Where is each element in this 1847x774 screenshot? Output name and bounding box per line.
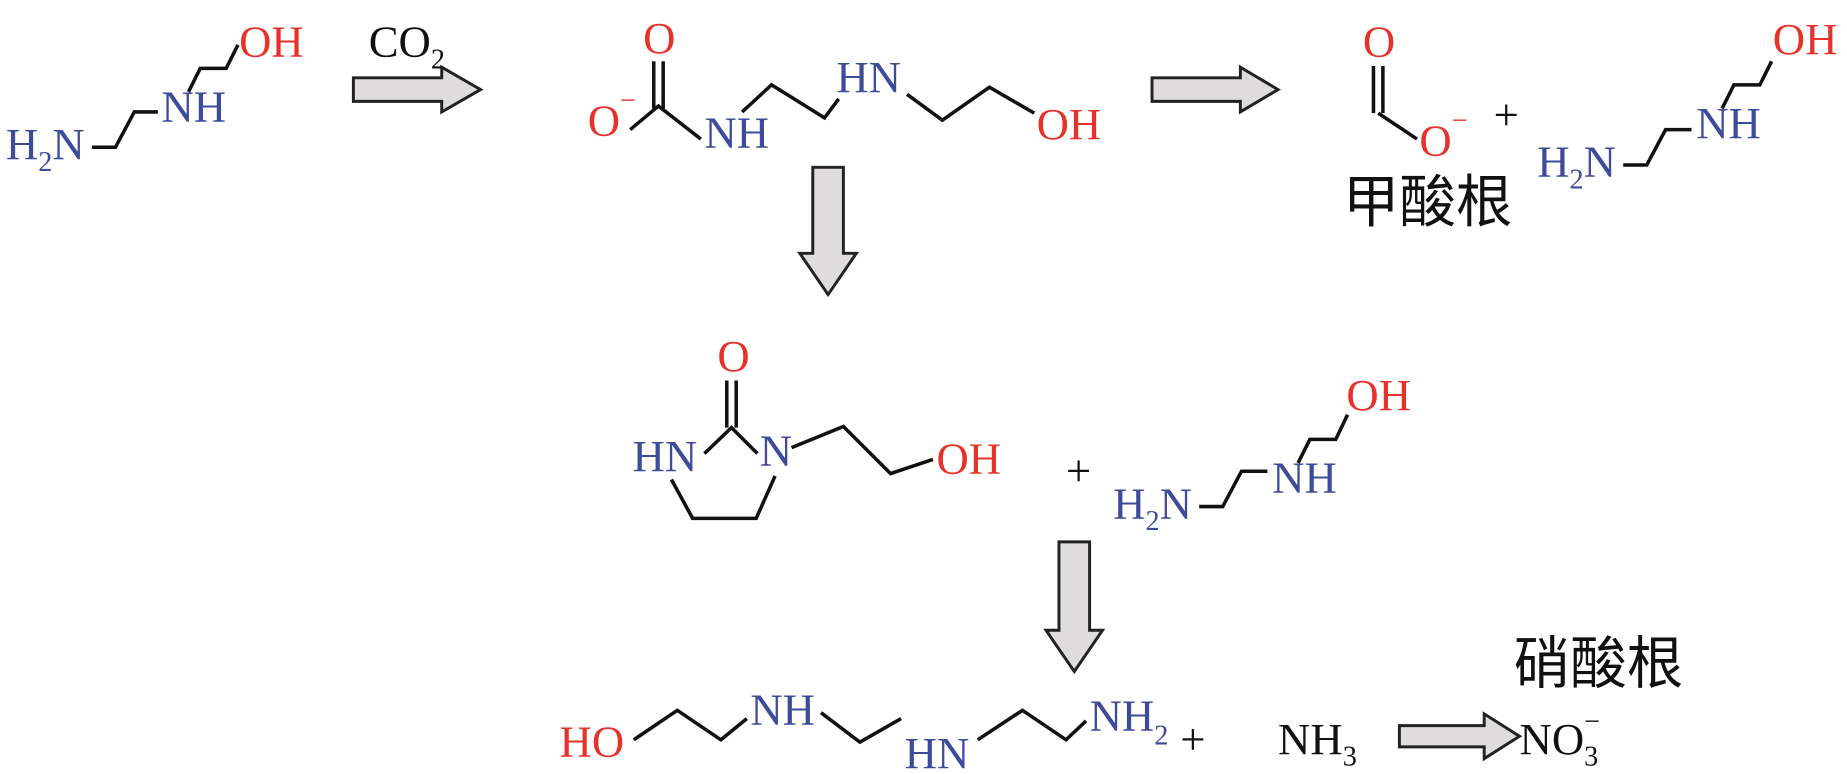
nitrate-label: 硝酸根: [1514, 632, 1684, 697]
bond: [819, 711, 902, 745]
nh-group: NH: [161, 81, 226, 131]
bond: [905, 85, 1036, 123]
bond: [186, 44, 240, 93]
imidazolidinone-molecule: O HN N OH: [633, 331, 1001, 521]
ho-group: HO: [560, 716, 625, 766]
oxide-anion: O−: [588, 86, 636, 146]
aeea-molecule-1: H2N NH OH: [6, 17, 304, 178]
oh-group: OH: [936, 434, 1001, 484]
right-arrow-icon: [351, 64, 484, 115]
carbonyl-oxygen: O: [643, 13, 675, 63]
aeea-molecule-3: H2N NH OH: [1113, 370, 1411, 537]
ring-bond: [669, 475, 777, 521]
bond: [790, 424, 934, 476]
bond: [629, 103, 702, 141]
nh2-group: NH2: [1090, 690, 1169, 751]
carbonyl-oxygen: O: [717, 331, 749, 381]
carbamate-molecule: O O− NH HN OH: [588, 13, 1101, 157]
co2-reagent: CO2: [369, 17, 445, 76]
nh-group: NH: [1696, 98, 1761, 148]
formate-molecule: O O− 甲酸根: [1343, 17, 1513, 236]
plus-sign: +: [1180, 714, 1205, 764]
bond: [1623, 127, 1692, 167]
h2n-group: H2N: [1113, 478, 1192, 537]
nh-group: NH: [1272, 452, 1337, 502]
bond: [1296, 413, 1350, 464]
bond: [1377, 111, 1419, 141]
polyamine-molecule: HO NH HN NH2: [560, 684, 1169, 774]
carbonyl-oxygen: O: [1363, 17, 1395, 67]
ammonia: NH3: [1278, 714, 1357, 773]
hn-group: HN: [905, 728, 970, 774]
bond: [632, 708, 748, 742]
bond: [1720, 60, 1774, 110]
oh-group: OH: [1346, 370, 1411, 420]
bond: [976, 708, 1088, 743]
plus-sign: +: [1066, 445, 1091, 495]
oxide-anion: O−: [1419, 106, 1467, 166]
bond: [1199, 469, 1268, 509]
nh-group: NH: [704, 107, 769, 157]
nh-group: NH: [750, 684, 815, 734]
right-arrow-icon: [1397, 711, 1523, 762]
h2n-group: H2N: [1537, 137, 1616, 196]
down-arrow-icon: [1043, 540, 1106, 675]
oh-group: OH: [1773, 14, 1838, 64]
n-atom: N: [760, 425, 792, 475]
hn-group: HN: [633, 431, 698, 481]
h2n-group: H2N: [6, 119, 85, 178]
nitrate-ion: NO3−: [1520, 706, 1601, 772]
oh-group: OH: [1037, 99, 1102, 149]
plus-sign: +: [1494, 90, 1519, 140]
formate-label: 甲酸根: [1343, 171, 1513, 236]
right-arrow-icon: [1150, 64, 1281, 115]
bond: [91, 110, 158, 150]
oh-group: OH: [239, 17, 304, 67]
hn-group: HN: [836, 52, 901, 102]
down-arrow-icon: [797, 165, 860, 298]
aeea-molecule-2: H2N NH OH: [1537, 14, 1837, 195]
bond: [703, 425, 759, 455]
bond: [740, 82, 841, 121]
